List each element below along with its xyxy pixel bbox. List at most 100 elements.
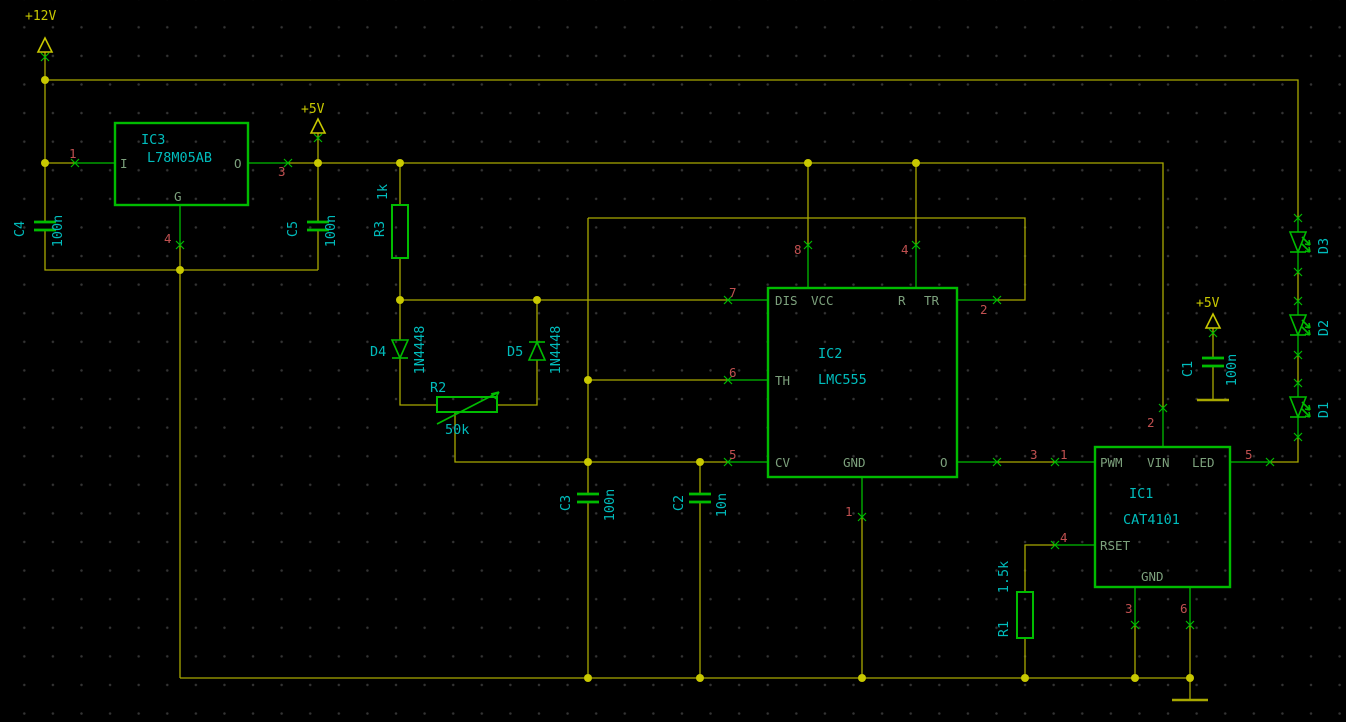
junction-dot (396, 159, 404, 167)
junction-dot (858, 674, 866, 682)
ic2-pin-number-gnd: 1 (845, 504, 853, 519)
ic2-pin-number-trigger: 2 (980, 302, 988, 317)
r1-body[interactable] (1016, 591, 1034, 639)
junction-dot (314, 159, 322, 167)
component-d2-led[interactable]: D2 (1289, 314, 1332, 336)
ic1-pin-name-rset: RSET (1100, 538, 1131, 553)
ic2-pin-number-output: 3 (1030, 447, 1038, 462)
junction-dot (696, 458, 704, 466)
ic2-pin-name-trigger: TR (924, 293, 940, 308)
component-c4[interactable]: C4 100n (12, 215, 66, 248)
r2-body[interactable] (436, 396, 498, 413)
v5-left-label: +5V (301, 102, 325, 117)
gnd-symbol-bars[interactable] (1172, 398, 1229, 702)
ic2-pin-name-control: CV (775, 455, 791, 470)
ic3-body[interactable] (113, 121, 250, 207)
v5-arrow-icon (309, 117, 327, 134)
junction-dot (396, 296, 404, 304)
component-ic2[interactable]: IC2 LMC555 DIS VCC R TR TH CV GND O 7 6 … (729, 242, 1038, 519)
junction-dot (804, 159, 812, 167)
r2-name-label: R2 (430, 380, 446, 396)
d1-name-label: D1 (1316, 402, 1332, 418)
junction-dot (1186, 674, 1194, 682)
junction-dot (1131, 674, 1139, 682)
v5-arrow-icon (1204, 312, 1222, 329)
ic3-pin-name-in: I (120, 156, 128, 171)
c4-name-label: C4 (12, 221, 28, 237)
component-ic3[interactable]: IC3 L78M05AB I O G 1 3 4 (69, 121, 286, 246)
ic3-pin-number-gnd: 4 (164, 231, 172, 246)
d5-triangle[interactable] (527, 340, 547, 361)
ic2-body[interactable] (766, 286, 959, 479)
r3-body[interactable] (391, 204, 409, 259)
ic3-pin-number-in: 1 (69, 146, 77, 161)
ic2-pin-number-vcc: 8 (794, 242, 802, 257)
d4-name-label: D4 (370, 344, 386, 360)
junction-dot (912, 159, 920, 167)
junction-dot (584, 674, 592, 682)
component-d1-led[interactable]: D1 (1289, 396, 1332, 418)
d3-led-symbol[interactable] (1289, 231, 1311, 253)
component-c1[interactable]: C1 100n (1180, 354, 1240, 387)
d1-led-symbol[interactable] (1289, 396, 1311, 418)
ic1-pin-name-led: LED (1192, 455, 1215, 470)
ic1-body[interactable] (1093, 445, 1232, 589)
component-r3[interactable]: R3 1k (372, 184, 409, 259)
pin-connection-crosses (40, 52, 1303, 630)
ic2-pin-number-control: 5 (729, 447, 737, 462)
c1-plates[interactable] (1202, 356, 1224, 368)
d5-name-label: D5 (507, 344, 523, 360)
d5-value-label: 1N4448 (548, 326, 564, 375)
ic1-pin-name-pwm: PWM (1100, 455, 1123, 470)
c2-value-label: 10n (714, 493, 730, 517)
r2-wiper-arrow-icon (436, 391, 500, 425)
ic1-pin-number-pwm: 1 (1060, 447, 1068, 462)
c3-value-label: 100n (602, 489, 618, 522)
c4-plates[interactable] (34, 220, 56, 232)
net-wires[interactable] (44, 52, 1299, 700)
supply-v5-left[interactable]: +5V (301, 102, 327, 134)
d4-value-label: 1N4448 (412, 326, 428, 375)
c5-value-label: 100n (323, 215, 339, 248)
component-ic1[interactable]: IC1 CAT4101 PWM VIN LED RSET GND 1 2 5 4… (1060, 415, 1253, 616)
junction-dot (176, 266, 184, 274)
junction-dot (533, 296, 541, 304)
junction-dot (584, 376, 592, 384)
component-d4[interactable]: D4 1N4448 (370, 326, 428, 375)
component-d5[interactable]: D5 1N4448 (507, 326, 564, 375)
supply-v12[interactable]: +12V (25, 9, 56, 53)
r1-name-label: R1 (996, 621, 1012, 637)
r1-value-label: 1.5k (996, 561, 1012, 594)
d2-name-label: D2 (1316, 320, 1332, 336)
junction-dot (41, 159, 49, 167)
junction-dots (41, 76, 1194, 682)
component-r2-potentiometer[interactable]: R2 50k (430, 380, 500, 438)
c3-plates[interactable] (577, 492, 599, 504)
c4-value-label: 100n (50, 215, 66, 248)
ic2-pin-name-reset: R (898, 293, 906, 308)
supply-v5-right[interactable]: +5V (1196, 296, 1222, 329)
c5-name-label: C5 (285, 221, 301, 237)
ic3-name-label: IC3 (141, 132, 165, 148)
ic1-pin-number-vin: 2 (1147, 415, 1155, 430)
component-c3[interactable]: C3 100n (558, 489, 618, 522)
component-d3-led[interactable]: D3 (1289, 231, 1332, 254)
d3-name-label: D3 (1316, 238, 1332, 254)
c1-name-label: C1 (1180, 361, 1196, 377)
ic3-pin-number-out: 3 (278, 164, 286, 179)
ic2-pin-name-output: O (940, 455, 948, 470)
r3-value-label: 1k (375, 184, 391, 200)
d4-triangle[interactable] (390, 339, 410, 360)
junction-dot (1021, 674, 1029, 682)
component-c2[interactable]: C2 10n (671, 492, 730, 517)
c5-plates[interactable] (307, 220, 329, 232)
c2-plates[interactable] (689, 492, 711, 504)
component-r1[interactable]: R1 1.5k (996, 561, 1034, 639)
r2-value-label: 50k (445, 422, 469, 438)
ic1-name-label: IC1 (1129, 486, 1153, 502)
d2-led-symbol[interactable] (1289, 314, 1311, 336)
ic1-pin-number-rset: 4 (1060, 530, 1068, 545)
component-c5[interactable]: C5 100n (285, 215, 339, 248)
